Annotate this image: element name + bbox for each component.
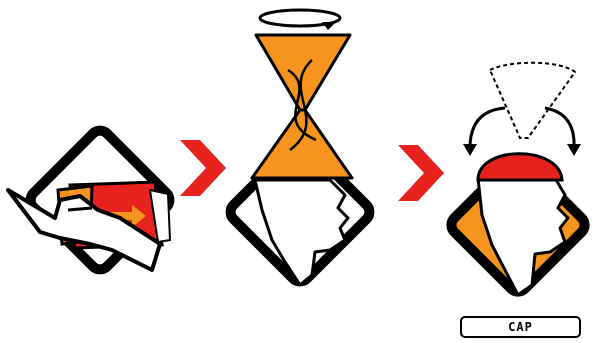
- next-step-chevron-icon: [180, 140, 226, 196]
- head-profile-icon: [478, 178, 568, 295]
- step-2-twist-icon: [226, 10, 373, 286]
- cap-label: CAP: [460, 316, 581, 338]
- step-3-cap-removal-icon: [447, 63, 588, 296]
- next-step-chevron-icon: [398, 145, 444, 201]
- rotate-arrow-icon: [260, 10, 340, 30]
- red-cap-icon: [478, 154, 562, 180]
- step-1-unwrap-icon: [8, 126, 174, 273]
- dashed-bag-outline-icon: [490, 63, 575, 138]
- head-profile-icon: [255, 180, 348, 285]
- left-curved-arrow-icon: [463, 108, 505, 156]
- twisted-bag-icon: [252, 35, 352, 178]
- right-curved-arrow-icon: [545, 108, 581, 156]
